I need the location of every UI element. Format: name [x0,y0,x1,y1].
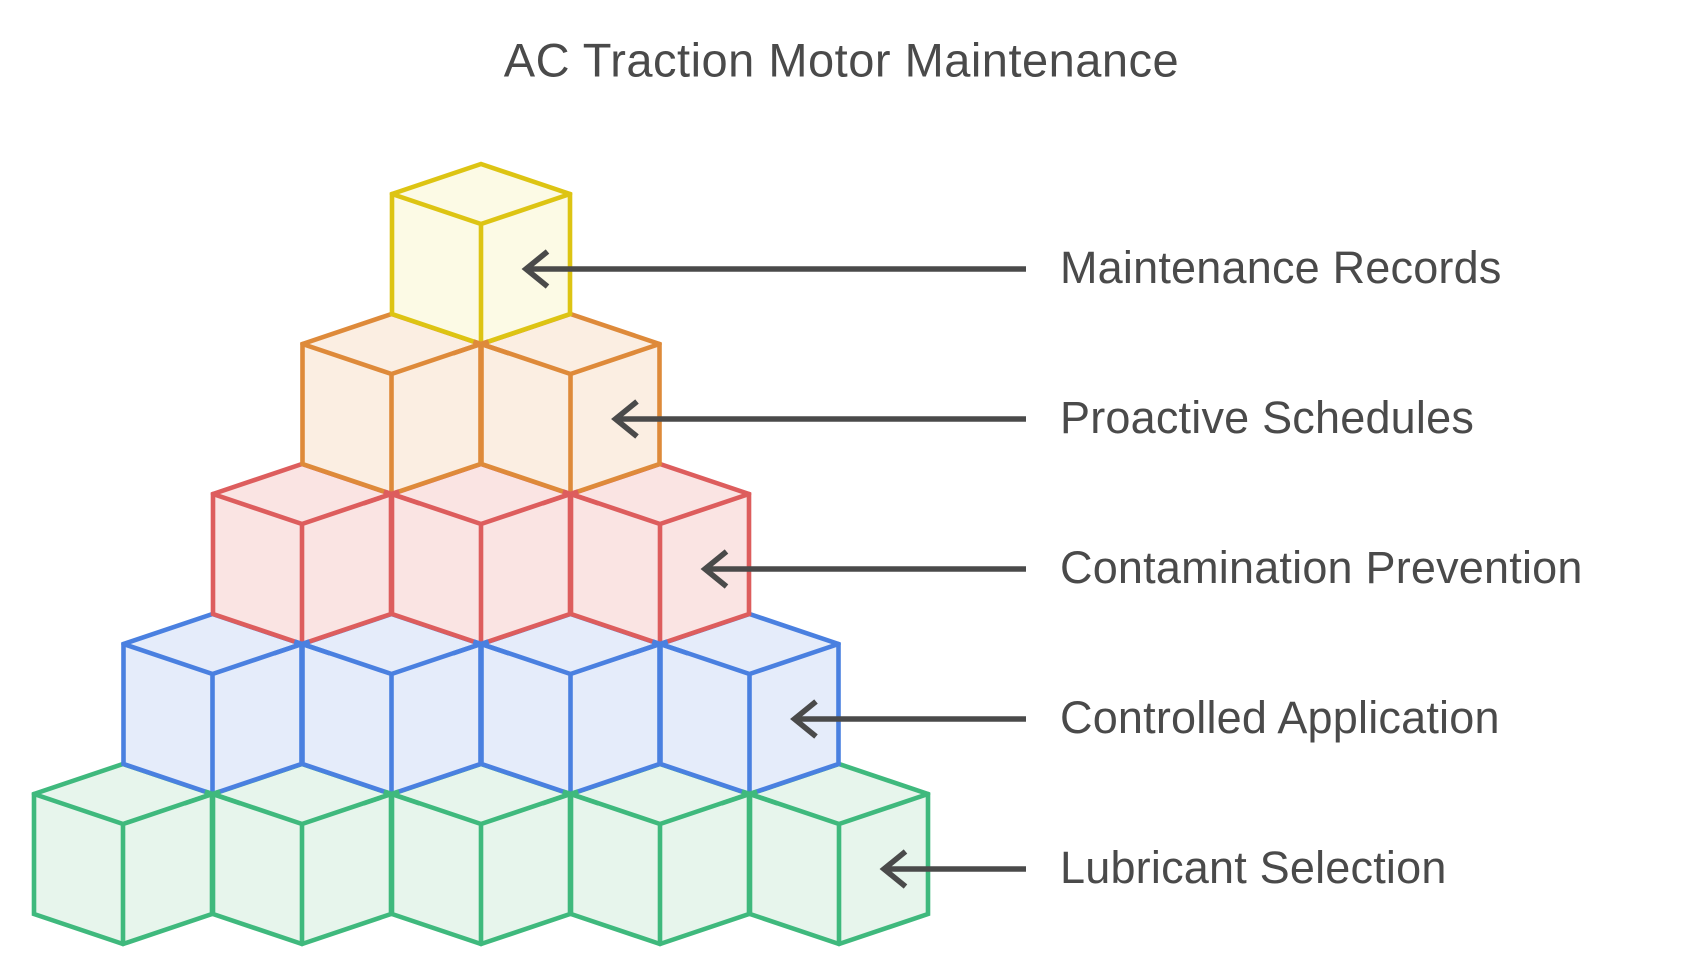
pyramid-row-5 [31,761,931,947]
label-arrows [521,249,1026,889]
valley-edge-cross [362,789,421,806]
cube-level4-3 [479,611,662,797]
cube-level2-1 [300,311,483,497]
arrow-level-5 [879,849,1026,889]
arrow-level-4 [790,699,1026,739]
label-controlled-application: Controlled Application [1060,691,1500,743]
valley-edge-cross [541,789,600,806]
valley-edge-cross [452,339,510,356]
cube-level5-4 [568,761,752,947]
cube-level5-1 [31,761,215,947]
arrow-level-2 [611,399,1026,439]
cube-level1-1 [389,161,573,347]
cube-level3-1 [210,461,394,647]
label-proactive-schedules: Proactive Schedules [1060,391,1475,443]
valley-edge-cross [541,489,600,506]
diagram-title: AC Traction Motor Maintenance [503,33,1180,87]
label-contamination-prevention: Contamination Prevention [1060,541,1583,593]
valley-edge-cross [183,789,242,806]
cube-level5-3 [389,761,573,947]
cube-level4-1 [121,611,304,797]
pyramid-row-2 [300,311,662,497]
pyramid-row-1 [389,161,573,347]
cube-level5-5 [747,761,931,947]
arrow-level-1 [521,249,1026,289]
valley-edge-cross [631,639,689,656]
cube-level3-2 [389,461,573,647]
valley-edge-cross [273,639,331,656]
valley-edge-cross [452,639,510,656]
cube-level4-2 [300,611,483,797]
valley-edge-cross [362,489,421,506]
label-lubricant-selection: Lubricant Selection [1060,841,1447,893]
valley-edge-cross [720,789,779,806]
pyramid-row-3 [210,461,752,647]
cube-level5-2 [210,761,394,947]
label-maintenance-records: Maintenance Records [1060,241,1502,293]
arrow-level-3 [700,549,1026,589]
